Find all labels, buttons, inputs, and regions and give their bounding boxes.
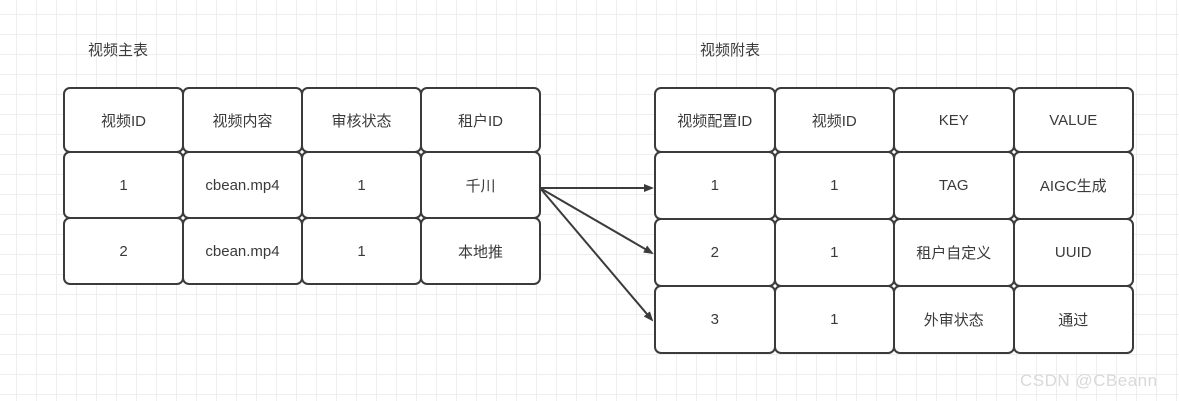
main-table-cell: 2: [63, 217, 184, 285]
detail-table-cell: 3: [654, 285, 776, 354]
detail-table-cell: TAG: [893, 151, 1015, 220]
relation-arrow: [539, 187, 654, 255]
detail-table: 视频配置ID 视频ID KEY VALUE 1 1 TAG AIGC生成 2 1…: [654, 87, 1134, 354]
main-table-title: 视频主表: [88, 42, 149, 59]
main-table-header-cell: 视频内容: [182, 87, 303, 153]
main-table-cell: 本地推: [420, 217, 541, 285]
detail-table-cell: UUID: [1012, 218, 1134, 287]
watermark: CSDN @CBeann: [1020, 371, 1158, 390]
main-table-cell: cbean.mp4: [182, 151, 303, 219]
main-table-cell: 1: [301, 217, 422, 285]
detail-table-header-cell: 视频ID: [773, 87, 895, 153]
detail-table-cell: 1: [654, 151, 776, 220]
main-table-header-cell: 视频ID: [63, 87, 184, 153]
detail-table-cell: 租户自定义: [893, 218, 1015, 287]
main-table: 视频ID 视频内容 审核状态 租户ID 1 cbean.mp4 1 千川 2 c…: [63, 87, 541, 285]
detail-table-cell: 2: [654, 218, 776, 287]
main-table-cell: 1: [63, 151, 184, 219]
main-table-cell: cbean.mp4: [182, 217, 303, 285]
main-table-header-cell: 审核状态: [301, 87, 422, 153]
detail-table-cell: 通过: [1012, 285, 1134, 354]
detail-table-header-cell: VALUE: [1012, 87, 1134, 153]
detail-table-cell: 1: [773, 151, 895, 220]
relation-arrow: [539, 187, 654, 322]
detail-table-cell: 1: [773, 218, 895, 287]
detail-table-cell: 1: [773, 285, 895, 354]
detail-table-title: 视频附表: [700, 42, 761, 59]
main-table-cell: 千川: [420, 151, 541, 219]
detail-table-header-cell: KEY: [893, 87, 1015, 153]
detail-table-cell: AIGC生成: [1012, 151, 1134, 220]
relation-arrows: [539, 184, 654, 322]
main-table-cell: 1: [301, 151, 422, 219]
main-table-header-cell: 租户ID: [420, 87, 541, 153]
detail-table-header-cell: 视频配置ID: [654, 87, 776, 153]
detail-table-cell: 外审状态: [893, 285, 1015, 354]
